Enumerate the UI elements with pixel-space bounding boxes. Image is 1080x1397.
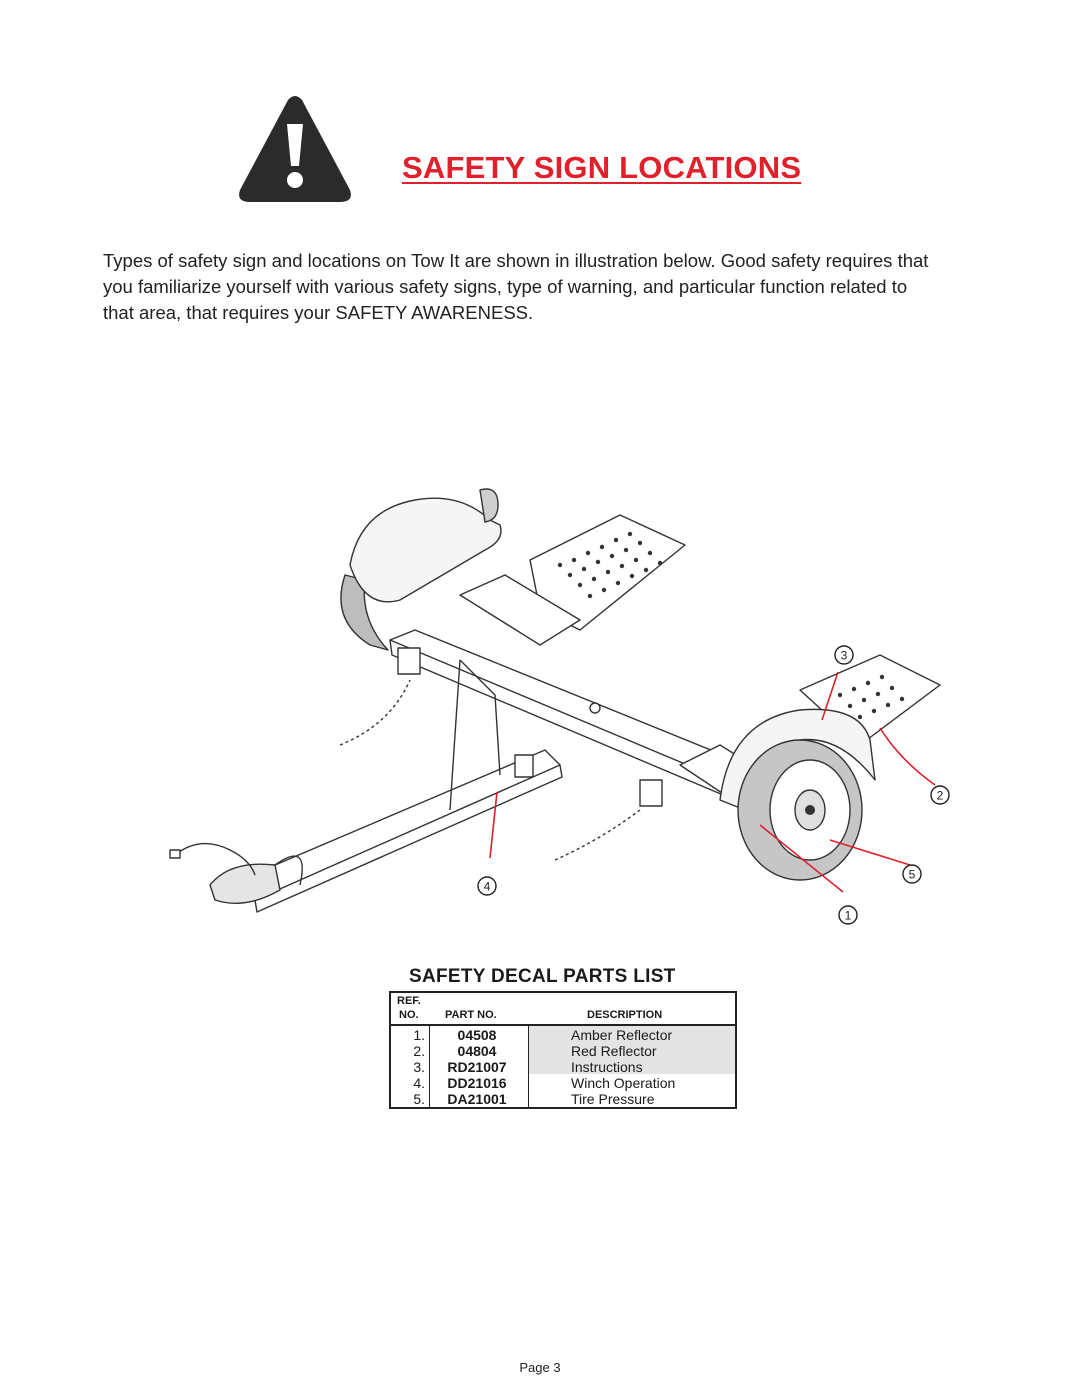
svg-text:5: 5 <box>909 868 916 882</box>
callout-5: 5 <box>902 864 922 884</box>
shaded-band <box>529 1026 735 1074</box>
column-divider <box>528 1026 529 1107</box>
page-number: Page 3 <box>519 1360 561 1375</box>
wire <box>174 842 256 876</box>
tow-dolly-illustration: 3 2 5 4 1 <box>169 488 950 925</box>
parts-list-title: SAFETY DECAL PARTS LIST <box>409 966 676 987</box>
intro-paragraph: Types of safety sign and locations on To… <box>103 250 929 323</box>
header-divider <box>391 1024 735 1026</box>
table-row: 3. RD21007 Instructions <box>413 1059 643 1075</box>
callout-1: 1 <box>838 905 858 925</box>
left-wheel <box>340 574 389 651</box>
right-chain <box>554 809 641 861</box>
table-row: 1. 04508 Amber Reflector <box>413 1027 673 1043</box>
page-title: SAFETY SIGN LOCATIONS <box>402 150 802 185</box>
header-ref-line2: NO. <box>399 1009 419 1021</box>
parts-table: REF. NO. PART NO. DESCRIPTION 1. 04508 A… <box>389 991 737 1109</box>
header-description: DESCRIPTION <box>587 1009 663 1021</box>
column-divider <box>429 1026 430 1107</box>
svg-text:1: 1 <box>845 909 852 923</box>
svg-text:4: 4 <box>484 880 491 894</box>
tow-tongue <box>239 749 561 901</box>
warning-icon <box>239 96 351 202</box>
callout-3: 3 <box>834 645 854 665</box>
header-ref-line1: REF. <box>397 995 421 1007</box>
svg-text:3: 3 <box>841 649 848 663</box>
left-ramp-holes <box>557 531 663 599</box>
header-part-no: PART NO. <box>445 1009 497 1021</box>
table-header: REF. NO. PART NO. DESCRIPTION <box>391 993 735 1025</box>
table-row: 4. DD21016 Winch Operation <box>413 1075 676 1091</box>
svg-text:2: 2 <box>937 789 944 803</box>
table-row: 2. 04804 Red Reflector <box>413 1043 657 1059</box>
callout-2: 2 <box>930 785 950 805</box>
callout-4: 4 <box>477 876 497 896</box>
left-chain <box>339 679 411 746</box>
coupler <box>209 863 281 905</box>
table-row: 5. DA21001 Tire Pressure <box>413 1091 655 1107</box>
